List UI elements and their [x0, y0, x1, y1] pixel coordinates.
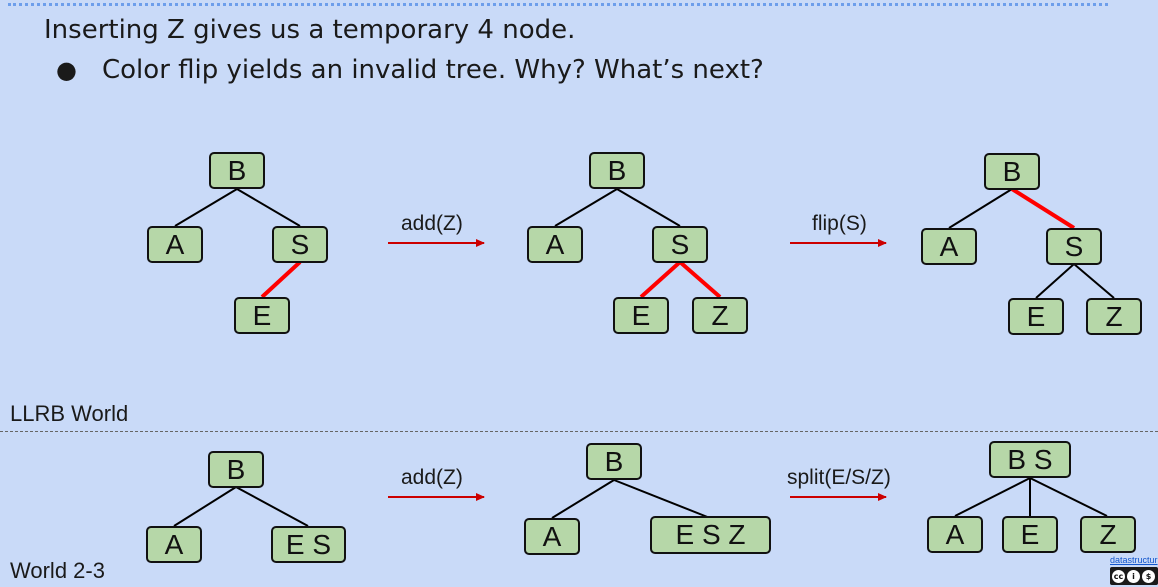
arrow-label-add-z: add(Z)	[401, 466, 463, 489]
two-three-section-label: World 2-3	[10, 558, 105, 583]
cc-icon: cc	[1112, 569, 1125, 583]
edge-s-z	[1073, 263, 1115, 299]
node-e: E	[1002, 516, 1058, 553]
node-es: E S	[271, 526, 346, 563]
red-edge-s-e	[639, 260, 682, 299]
red-edge-s-e	[260, 260, 302, 299]
edge-b-a	[554, 188, 618, 227]
edge-b-s	[236, 188, 301, 227]
node-bs: B S	[989, 441, 1071, 478]
edge-b-s	[616, 188, 681, 227]
node-z: Z	[1080, 516, 1136, 553]
slide-title: Inserting Z gives us a temporary 4 node.	[44, 15, 576, 45]
by-icon: i	[1127, 569, 1140, 583]
edge-b-esz	[613, 479, 711, 519]
nc-icon: $	[1142, 569, 1155, 583]
node-a: A	[147, 226, 203, 263]
edge-b-es	[235, 486, 309, 527]
arrow-label-add-z: add(Z)	[401, 212, 463, 235]
node-b: B	[208, 451, 264, 488]
node-a: A	[524, 518, 580, 555]
node-e: E	[613, 297, 669, 334]
node-a: A	[146, 526, 202, 563]
red-edge-b-s	[1010, 187, 1076, 230]
edge-b-a	[948, 188, 1013, 229]
edge-s-e	[1035, 263, 1075, 299]
node-z: Z	[692, 297, 748, 334]
arrow-label-split: split(E/S/Z)	[787, 466, 891, 489]
node-b: B	[209, 152, 265, 189]
node-z: Z	[1086, 298, 1142, 335]
node-a: A	[921, 228, 977, 265]
node-a: A	[527, 226, 583, 263]
edge-b-a	[174, 188, 238, 227]
node-esz: E S Z	[650, 516, 771, 554]
header-dotted-rule	[8, 3, 1108, 6]
node-b: B	[589, 152, 645, 189]
bullet-text: Color flip yields an invalid tree. Why? …	[102, 55, 764, 85]
node-e: E	[234, 297, 290, 334]
node-b: B	[586, 443, 642, 480]
credit-link[interactable]: datastructur	[1110, 555, 1158, 565]
red-edge-s-z	[678, 260, 722, 299]
world-divider	[0, 431, 1158, 432]
edge-bs-z	[1029, 477, 1108, 517]
node-a: A	[927, 516, 983, 553]
node-e: E	[1008, 298, 1064, 335]
edge-bs-a	[954, 477, 1031, 517]
license-badge: cc i $	[1110, 567, 1158, 585]
node-s: S	[652, 226, 708, 263]
node-s: S	[272, 226, 328, 263]
edge-b-a	[173, 486, 237, 527]
node-s: S	[1046, 228, 1102, 265]
arrow-label-flip-s: flip(S)	[812, 212, 867, 235]
bullet-marker: ●	[56, 56, 77, 84]
llrb-section-label: LLRB World	[10, 401, 129, 426]
edge-b-a	[551, 479, 615, 519]
node-b: B	[984, 153, 1040, 190]
